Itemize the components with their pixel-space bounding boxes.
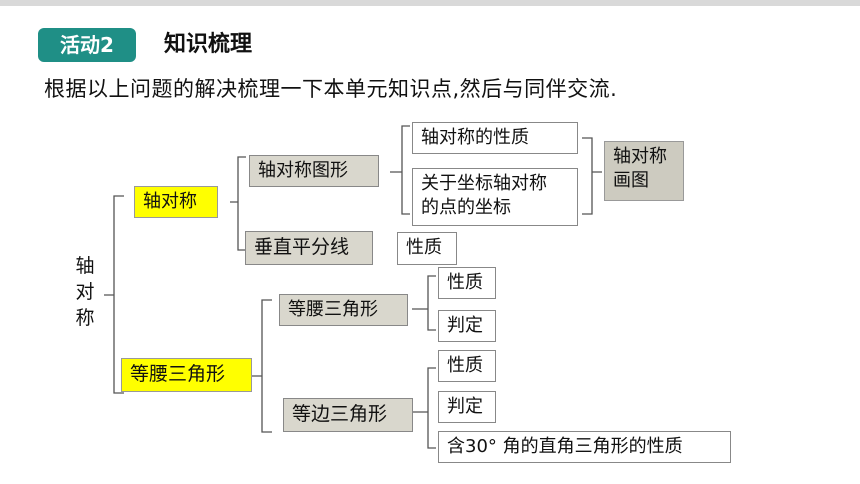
node-equilateral-judgement: 判定 <box>438 391 496 423</box>
node-perpendicular-bisector: 垂直平分线 <box>245 231 373 265</box>
node-axial-drawing: 轴对称 画图 <box>604 141 684 201</box>
node-isosceles-property: 性质 <box>438 267 496 299</box>
node-30-degree-property: 含30° 角的直角三角形的性质 <box>438 431 731 463</box>
node-axis-coordinates: 关于坐标轴对称 的点的坐标 <box>412 168 578 226</box>
node-axial-property: 轴对称的性质 <box>412 122 578 154</box>
node-isosceles-triangle: 等腰三角形 <box>121 358 252 392</box>
node-equilateral-triangle: 等边三角形 <box>283 398 413 432</box>
root-char: 称 <box>75 307 95 329</box>
node-axial-drawing-line: 画图 <box>613 170 649 191</box>
node-equilateral-property: 性质 <box>438 350 496 382</box>
node-isosceles-sub: 等腰三角形 <box>279 294 408 326</box>
node-axial-figure: 轴对称图形 <box>249 155 379 187</box>
node-bisector-property: 性质 <box>397 232 457 265</box>
root-char: 对 <box>75 281 95 303</box>
root-char: 轴 <box>75 255 95 277</box>
node-axis-coordinates-line: 关于坐标轴对称 <box>421 173 547 194</box>
node-axial-symmetry: 轴对称 <box>134 186 218 218</box>
node-axial-drawing-line: 轴对称 <box>613 146 667 167</box>
node-axis-coordinates-line: 的点的坐标 <box>421 197 511 218</box>
section-title: 知识梳理 <box>164 32 253 57</box>
activity-badge: 活动2 <box>38 28 136 62</box>
top-bar <box>0 0 860 6</box>
node-isosceles-judgement: 判定 <box>438 310 496 342</box>
root-node: 轴 对 称 <box>70 253 100 331</box>
intro-text: 根据以上问题的解决梳理一下本单元知识点,然后与同伴交流. <box>44 77 618 101</box>
